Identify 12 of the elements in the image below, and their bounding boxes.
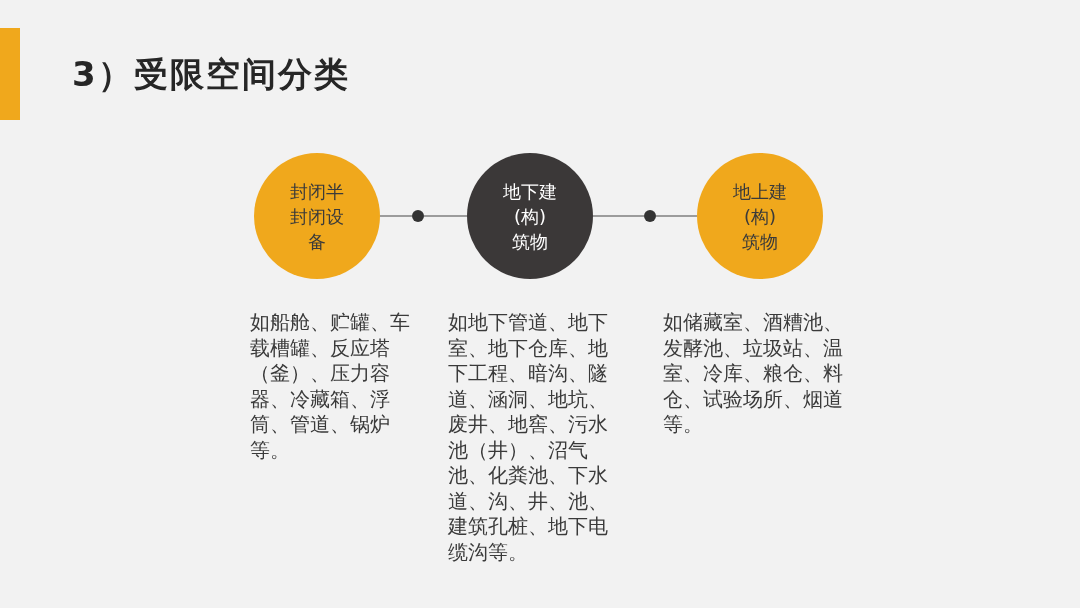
junction-dot bbox=[644, 210, 656, 222]
description-text: 如船舱、贮罐、车载槽罐、反应塔（釜）、压力容器、冷藏箱、浮筒、管道、锅炉等。 bbox=[250, 310, 411, 463]
title: 3）受限空间分类 bbox=[72, 53, 350, 96]
category-circle: 封闭半封闭设备 bbox=[254, 153, 380, 279]
connector-line bbox=[592, 215, 645, 217]
connector-line bbox=[423, 215, 468, 217]
description-text: 如地下管道、地下室、地下仓库、地下工程、暗沟、隧道、涵洞、地坑、废井、地窖、污水池（井）、沼气池、化粪池、下水道、沟、井、池、建筑孔桩、地下电缆沟等。 bbox=[448, 310, 609, 565]
junction-dot bbox=[412, 210, 424, 222]
category-circle: 地上建 (构) 筑物 bbox=[697, 153, 823, 279]
description-text: 如储藏室、酒糟池、发酵池、垃圾站、温室、冷库、粮仓、料仓、试验场所、烟道等。 bbox=[663, 310, 843, 438]
category-circle: 地下建 (构) 筑物 bbox=[467, 153, 593, 279]
connector-line bbox=[379, 215, 413, 217]
